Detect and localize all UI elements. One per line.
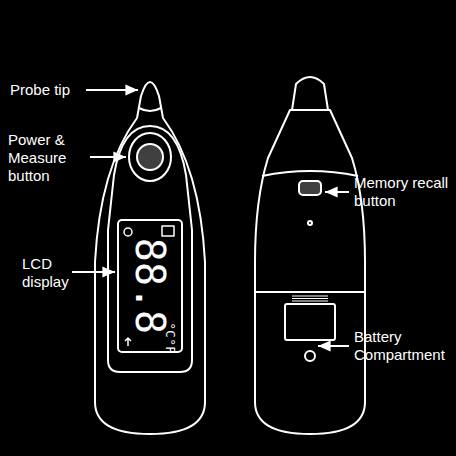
lcd-icon-dot xyxy=(124,228,132,236)
part-label: Power & Measure button xyxy=(8,131,88,185)
lcd-unit-box: °C xyxy=(164,322,177,338)
lcd-digits: 88.8 xyxy=(130,238,170,334)
lcd-icon xyxy=(162,226,174,236)
grip-line xyxy=(292,296,328,297)
front-panel xyxy=(108,126,192,372)
battery-window xyxy=(285,304,335,340)
battery-screw xyxy=(305,351,315,361)
lcd-unit-box: °F xyxy=(164,338,177,354)
part-label: LCD display xyxy=(22,255,72,291)
power-button xyxy=(137,144,163,170)
grip-line xyxy=(292,301,328,302)
front-housing xyxy=(95,82,205,434)
lcd-unit: °C xyxy=(164,322,177,338)
leader-line xyxy=(72,271,115,273)
leader-lines xyxy=(72,90,349,346)
part-label-box: LCD display xyxy=(22,255,72,291)
shoulder-line xyxy=(262,171,358,176)
part-label: Battery Compartment xyxy=(354,328,452,364)
leader-line xyxy=(325,191,349,193)
part-label-box: Probe tip xyxy=(10,81,90,99)
grip-line xyxy=(292,298,328,299)
lcd-arrow-icon xyxy=(125,338,131,346)
lcd-unit: °F xyxy=(164,338,177,354)
back-housing xyxy=(255,110,365,434)
probe-ring xyxy=(139,108,161,111)
leader-line xyxy=(318,345,349,347)
reset-hole xyxy=(308,221,312,225)
battery-cover-edge xyxy=(256,291,364,293)
power-button-rim xyxy=(129,133,171,181)
grip-lines xyxy=(292,296,328,301)
part-label: Probe tip xyxy=(10,81,90,99)
lcd-screen xyxy=(118,220,182,352)
part-label-box: Battery Compartment xyxy=(354,328,452,364)
lcd-digits-box: 88.8 xyxy=(130,238,170,334)
memory-button xyxy=(299,181,321,195)
probe-cover xyxy=(292,77,328,110)
part-label-box: Power & Measure button xyxy=(8,131,88,185)
leader-line xyxy=(90,156,126,158)
part-label-box: Memory recall button xyxy=(354,174,452,210)
part-label: Memory recall button xyxy=(354,174,452,210)
leader-line xyxy=(86,89,138,91)
